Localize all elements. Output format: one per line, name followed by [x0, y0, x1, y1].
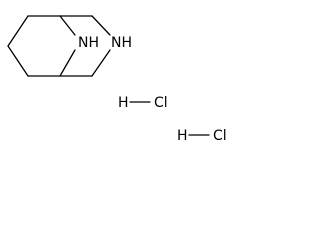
hcl-2-cl-label: Cl: [213, 128, 227, 144]
ring-nh-label: NH: [111, 35, 132, 51]
hcl-salt-2: H Cl: [177, 128, 227, 144]
bond-ring-top-left: [7, 15, 29, 47]
hcl-1-cl-label: Cl: [154, 95, 168, 111]
hcl-2-h-label: H: [177, 128, 188, 144]
hcl-salt-1: H Cl: [118, 95, 168, 111]
bond-ring-left: [7, 45, 29, 77]
bond-top-bridgehead-to-nh: [59, 15, 76, 36]
bond-ch2-to-ring-nh-lower: [91, 49, 111, 77]
bridge-nh-label: NH: [78, 35, 99, 51]
bond-ch2-to-ring-nh: [91, 15, 111, 36]
bond-bottom-bridgehead-to-nh: [59, 49, 76, 77]
structure-diagram: NH NH H Cl H Cl: [7, 15, 227, 144]
hcl-1-h-label: H: [118, 95, 129, 111]
